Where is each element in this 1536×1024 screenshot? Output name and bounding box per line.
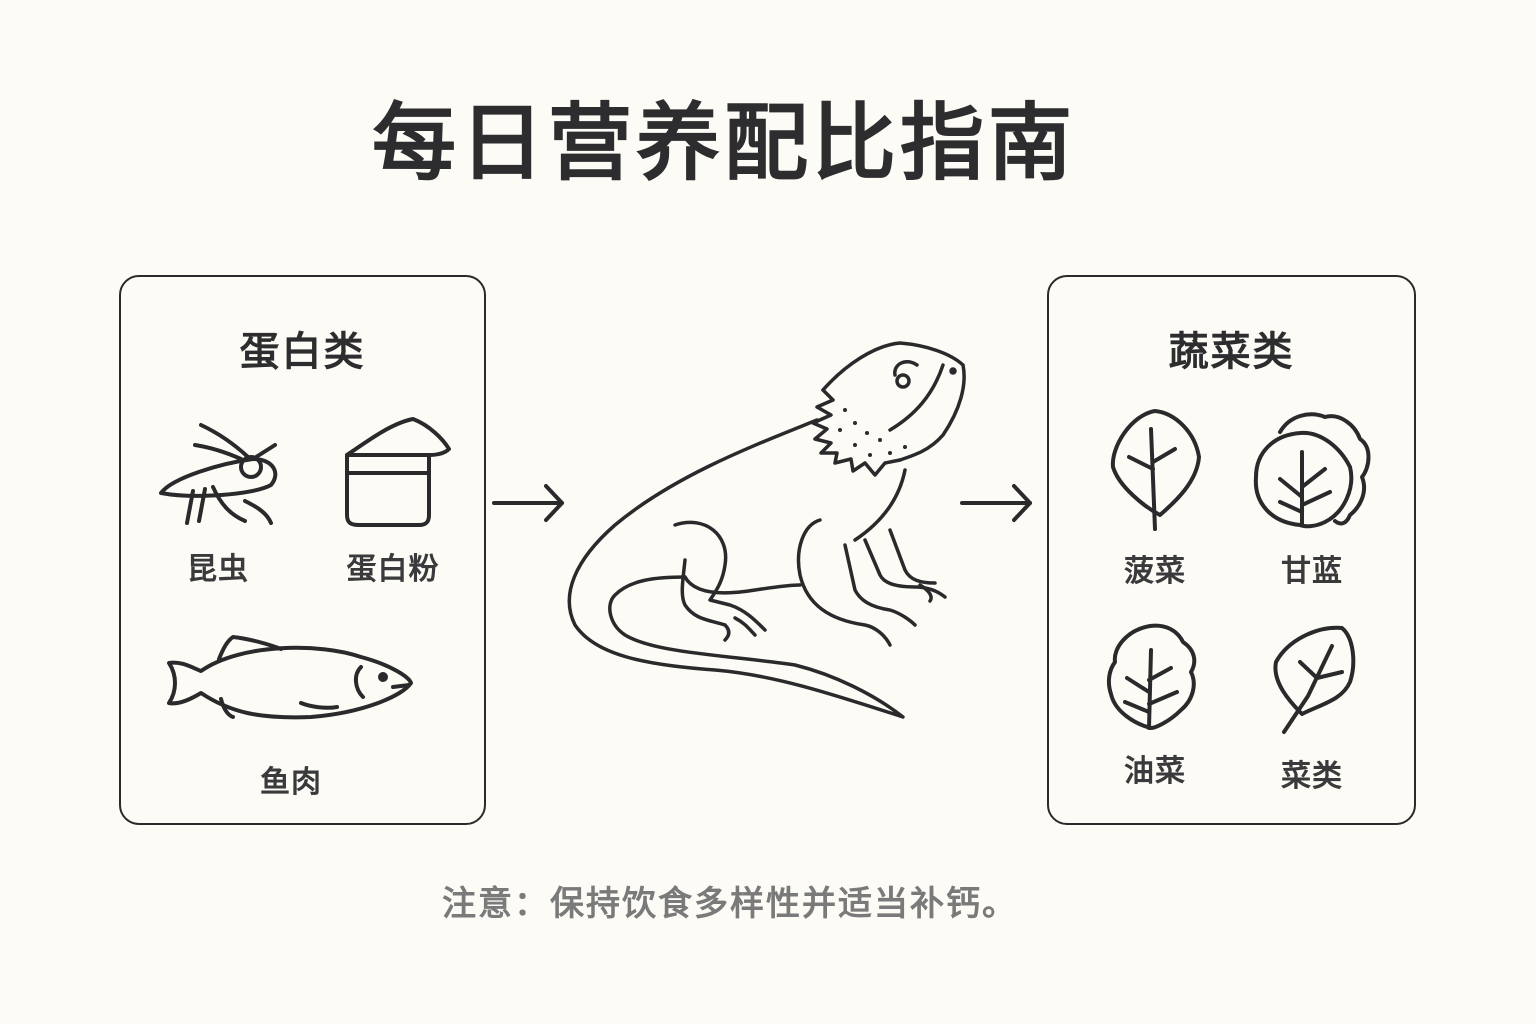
protein-item-label: 昆虫: [187, 552, 249, 587]
protein-item-powder: 蛋白粉: [333, 415, 453, 588]
protein-item-label: 鱼肉: [260, 765, 322, 800]
lettuce-leaf-icon: [1106, 623, 1197, 730]
vegetable-item-1: 菠菜: [1095, 407, 1215, 590]
spinach-leaf-icon: [1273, 625, 1356, 734]
vegetable-item-label: 菜类: [1281, 759, 1343, 794]
vegetable-item-3: 油菜: [1095, 622, 1215, 790]
fish-icon: [167, 635, 413, 720]
vegetable-item-4: 菜类: [1247, 622, 1377, 795]
vegetable-item-label: 油菜: [1124, 754, 1186, 789]
vegetable-item-2: 甘蓝: [1247, 407, 1377, 590]
protein-panel-title: 蛋白类: [239, 329, 366, 375]
cabbage-icon: [1253, 412, 1370, 529]
arrow-right-icon: [492, 484, 564, 522]
arrow-right-icon: [960, 484, 1032, 522]
footnote: 注意：保持饮食多样性并适当补钙。: [442, 884, 1018, 924]
protein-item-label: 蛋白粉: [346, 552, 440, 587]
bearded-dragon-lizard-icon: [567, 341, 966, 719]
vegetable-panel-title: 蔬菜类: [1168, 329, 1295, 375]
protein-powder-icon: [345, 417, 451, 527]
leaf-icon: [1110, 409, 1201, 531]
vegetable-panel: 蔬菜类 菠菜 甘蓝 油菜: [1047, 275, 1416, 825]
protein-panel: 蛋白类 昆虫 蛋白粉: [119, 275, 486, 825]
page-title: 每日营养配比指南: [372, 94, 1077, 192]
vegetable-item-label: 甘蓝: [1281, 554, 1343, 589]
vegetable-item-label: 菠菜: [1124, 554, 1186, 589]
protein-item-fish: 鱼肉: [161, 627, 421, 801]
protein-item-insects: 昆虫: [153, 415, 283, 588]
cricket-icon: [159, 423, 278, 525]
